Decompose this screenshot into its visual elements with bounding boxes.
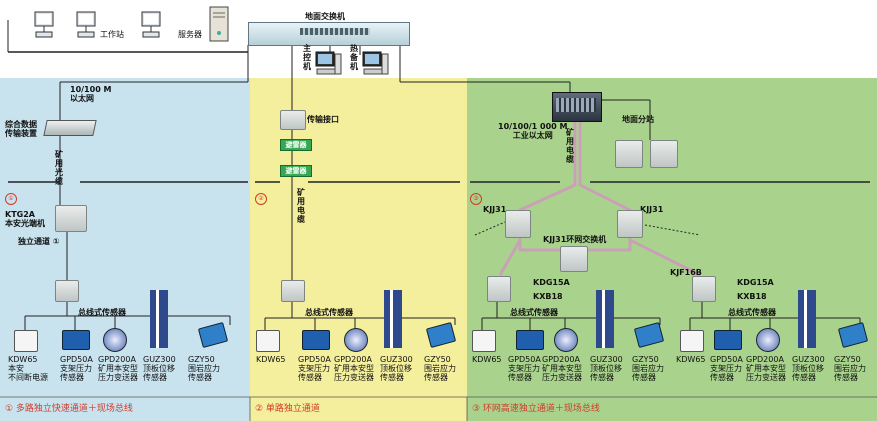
right-right-guz300-icon: [798, 290, 816, 348]
left-sensor-1: GPD50A 支架压力 传感器: [60, 355, 93, 382]
data-device-label: 综合数据 传输装置: [5, 120, 37, 138]
middle-sensor-1: GPD50A 支架压力 传感器: [298, 355, 331, 382]
left-fiber-label: 矿用光缆: [55, 150, 63, 186]
ground-switch-label: 地面交换机: [305, 12, 345, 21]
right-left-gpd50a-icon: [516, 330, 544, 350]
right-number: ③: [470, 193, 482, 205]
ktg-optical-terminal-icon: [55, 205, 87, 232]
left-sensor-0: KDW65 本安 不间断电源: [8, 355, 48, 382]
middle-sensor-3: GUZ300 顶板位移 传感器: [380, 355, 413, 382]
left-guz300-icon: [150, 290, 168, 348]
arrester-label-2: 避雷器: [285, 167, 307, 175]
middle-cable-label: 矿用电缆: [297, 188, 305, 224]
left-sensor-2: GPD200A 矿用本安型 压力变送器: [98, 355, 138, 382]
ktg-label: KTG2A 本安光端机: [5, 210, 45, 228]
right-left-kdw65-icon: [472, 330, 496, 352]
standby-computer-icon: [361, 50, 389, 76]
workstation-label: 工作站: [100, 30, 124, 39]
right-right-sensor-0: KDW65: [676, 355, 706, 364]
left-sensor-4: GZY50 围岩应力 传感器: [188, 355, 220, 382]
panel-multi-channel: [0, 78, 250, 421]
workstation-icon-3: [140, 10, 162, 40]
ground-station-label: 地面分站: [622, 115, 654, 124]
middle-sensor-0: KDW65: [256, 355, 286, 364]
kjj31-left-label: KJJ31: [483, 205, 507, 214]
left-bus-node-icon: [55, 280, 79, 302]
right-right-sensor-2: GPD200A 矿用本安型 压力变送器: [746, 355, 786, 382]
left-bus-sensor-label: 总线式传感器: [78, 308, 126, 317]
kdg-right-label: KDG15A: [737, 278, 774, 287]
middle-sensor-4: GZY50 围岩应力 传感器: [424, 355, 456, 382]
middle-bus-node-icon: [281, 280, 305, 302]
right-left-sensor-1: GPD50A 支架压力 传感器: [508, 355, 541, 382]
right-left-sensor-0: KDW65: [472, 355, 502, 364]
right-cable-label: 矿用电缆: [566, 128, 574, 164]
workstation-icon-1: [33, 10, 55, 40]
right-left-sensor-2: GPD200A 矿用本安型 压力变送器: [542, 355, 582, 382]
left-gpd200a-icon: [103, 328, 127, 352]
right-left-gpd200a-icon: [554, 328, 578, 352]
right-footer: ③ 环网高速独立通道＋现场总线: [472, 404, 600, 414]
middle-sensor-2: GPD200A 矿用本安型 压力变送器: [334, 355, 374, 382]
kjj31-right-icon: [617, 210, 643, 238]
middle-bus-sensor-label: 总线式传感器: [305, 308, 353, 317]
left-footer: ① 多路独立快速通道＋现场总线: [5, 404, 133, 414]
middle-kdw65-icon: [256, 330, 280, 352]
right-left-sensor-4: GZY50 围岩应力 传感器: [632, 355, 664, 382]
left-sensor-3: GUZ300 顶板位移 传感器: [143, 355, 176, 382]
ground-station-icon-2: [650, 140, 678, 168]
middle-footer: ② 单路独立通道: [255, 404, 320, 414]
right-right-bus-node-icon: [692, 276, 716, 302]
arrester-label-1: 避雷器: [285, 141, 307, 149]
interface-label: 传输接口: [307, 115, 339, 124]
lightning-arrester-1: 避雷器: [280, 139, 312, 151]
host-computer-icon: [314, 50, 342, 76]
ground-station-icon-1: [615, 140, 643, 168]
transmission-interface-icon: [280, 110, 306, 130]
ring-switch-label: KJJ31环网交换机: [543, 235, 607, 244]
right-ethernet-label: 10/100/1 000 M 工业以太网: [498, 122, 568, 140]
middle-gpd50a-icon: [302, 330, 330, 350]
left-ethernet-label: 10/100 M 以太网: [70, 85, 112, 103]
server-label: 服务器: [178, 30, 202, 39]
right-right-sensor-4: GZY50 围岩应力 传感器: [834, 355, 866, 382]
kxb-right-label: KXB18: [737, 292, 767, 301]
right-right-sensor-3: GUZ300 顶板位移 传感器: [792, 355, 825, 382]
kxb-left-label: KXB18: [533, 292, 563, 301]
industrial-switch-ports: [556, 98, 596, 112]
middle-guz300-icon: [384, 290, 402, 348]
ground-switch-ports: [300, 28, 370, 35]
right-left-guz300-icon: [596, 290, 614, 348]
lightning-arrester-2: 避雷器: [280, 165, 312, 177]
right-right-sensor-1: GPD50A 支架压力 传感器: [710, 355, 743, 382]
left-kdw65-icon: [14, 330, 38, 352]
right-right-gpd200a-icon: [756, 328, 780, 352]
kjf-label: KJF16B: [670, 268, 702, 277]
left-gpd50a-icon: [62, 330, 90, 350]
right-left-sensor-3: GUZ300 顶板位移 传感器: [590, 355, 623, 382]
right-bus-sensor-right: 总线式传感器: [728, 308, 776, 317]
kjj31-right-label: KJJ31: [640, 205, 664, 214]
server-icon: [205, 5, 233, 45]
right-left-bus-node-icon: [487, 276, 511, 302]
left-number: ①: [5, 193, 17, 205]
kjj31-left-icon: [505, 210, 531, 238]
right-bus-sensor-left: 总线式传感器: [510, 308, 558, 317]
kdg-left-label: KDG15A: [533, 278, 570, 287]
middle-number: ②: [255, 193, 267, 205]
middle-gpd200a-icon: [344, 328, 368, 352]
panel-single-channel: [250, 78, 467, 421]
right-right-gpd50a-icon: [714, 330, 742, 350]
right-right-kdw65-icon: [680, 330, 704, 352]
data-device-icon: [43, 120, 97, 136]
standby-label: 热备机: [350, 44, 358, 71]
ring-switch-icon: [560, 246, 588, 272]
host-label: 主控机: [303, 44, 311, 71]
workstation-icon-2: [75, 10, 97, 40]
channel-label: 独立通道 ①: [18, 237, 60, 246]
